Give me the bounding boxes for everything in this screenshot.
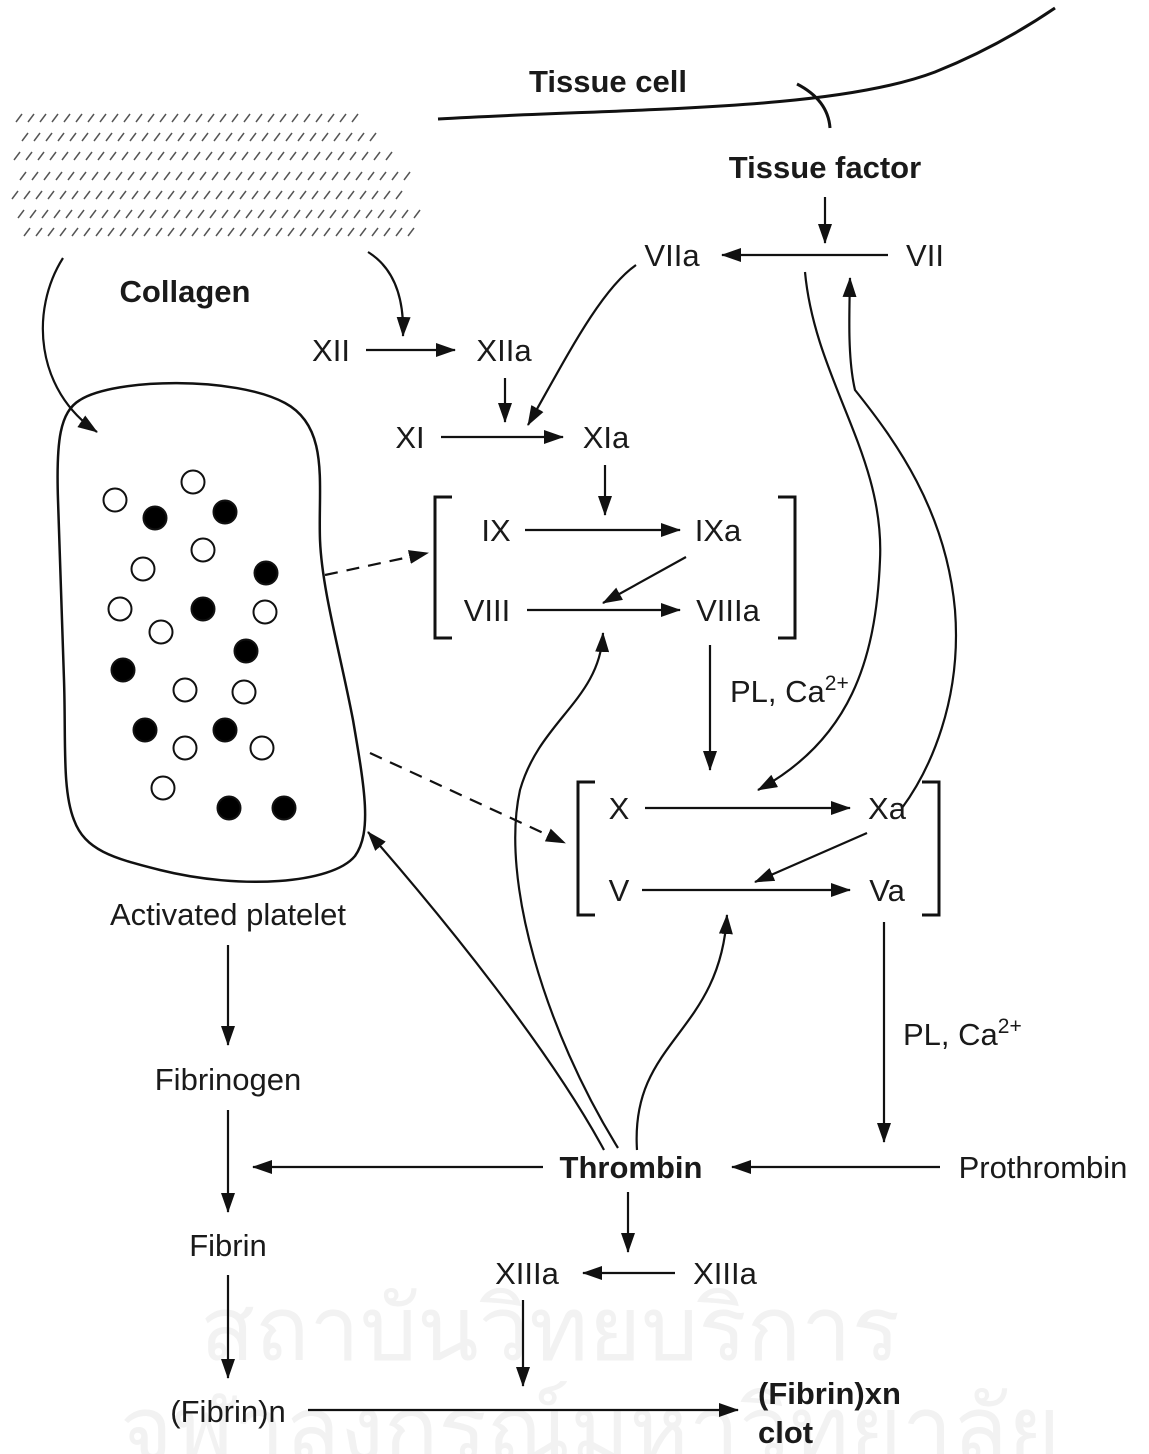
label-xia: XIa xyxy=(583,420,630,455)
bracket-prothrombinase-left xyxy=(578,782,595,915)
granule-open xyxy=(150,621,173,644)
pl-ca-2-superscript: 2+ xyxy=(998,1015,1022,1038)
label-viiia: VIIIa xyxy=(696,593,761,628)
arrow-thrombin-to-viii xyxy=(515,633,618,1148)
label-ixa: IXa xyxy=(695,513,742,548)
granule-filled xyxy=(214,719,237,742)
platelet-granules xyxy=(104,471,296,820)
arrow-xa-to-vii xyxy=(849,278,956,808)
label-xiiia-left: XIIIa xyxy=(495,1256,560,1291)
label-clot-line2: clot xyxy=(758,1415,813,1450)
label-fibrin-n: (Fibrin)n xyxy=(170,1394,285,1429)
label-tissue-cell: Tissue cell xyxy=(529,64,687,99)
granule-filled xyxy=(144,507,167,530)
label-activated-platelet: Activated platelet xyxy=(110,897,346,932)
label-xi: XI xyxy=(395,420,424,455)
granule-filled xyxy=(255,562,278,585)
pl-ca-1-main: PL, Ca xyxy=(730,674,826,709)
label-viia: VIIa xyxy=(644,238,700,273)
granule-open xyxy=(109,598,132,621)
bracket-prothrombinase-right xyxy=(922,782,939,915)
label-xiiia-right: XIIIa xyxy=(693,1256,758,1291)
granule-open xyxy=(251,737,274,760)
label-xii: XII xyxy=(312,333,350,368)
label-collagen: Collagen xyxy=(120,274,251,309)
granule-open xyxy=(152,777,175,800)
granule-open xyxy=(182,471,205,494)
label-prothrombin: Prothrombin xyxy=(959,1150,1128,1185)
label-fibrin: Fibrin xyxy=(189,1228,267,1263)
bracket-tenase-right xyxy=(778,497,795,638)
granule-open xyxy=(104,489,127,512)
granule-filled xyxy=(273,797,296,820)
watermark-line1: สถาบันวิทยบริการ xyxy=(200,1277,900,1382)
arrow-thrombin-to-v xyxy=(637,915,727,1150)
arrow-collagen-to-xii xyxy=(368,252,403,336)
arrow-platelet-to-tenase xyxy=(325,553,428,575)
label-vii: VII xyxy=(906,238,944,273)
label-tissue-factor: Tissue factor xyxy=(729,150,921,185)
granule-open xyxy=(132,558,155,581)
arrow-collagen-to-platelet xyxy=(43,258,97,432)
arrow-xa-to-v xyxy=(755,833,867,882)
granule-filled xyxy=(214,501,237,524)
granule-open xyxy=(192,539,215,562)
granule-filled xyxy=(192,598,215,621)
arrow-platelet-to-prothrombinase xyxy=(370,753,565,843)
label-va: Va xyxy=(869,873,905,908)
arrow-viia-to-x xyxy=(758,272,880,790)
label-xiia: XIIa xyxy=(476,333,532,368)
label-thrombin: Thrombin xyxy=(560,1150,703,1185)
granule-filled xyxy=(235,640,258,663)
granule-open xyxy=(254,601,277,624)
label-x: X xyxy=(609,791,630,826)
granule-filled xyxy=(218,797,241,820)
label-pl-ca-1: PL, Ca2+ xyxy=(730,672,849,709)
label-xa: Xa xyxy=(868,791,907,826)
tissue-factor-anchor xyxy=(797,84,830,128)
label-viii: VIII xyxy=(464,593,511,628)
arrow-thrombin-to-platelet xyxy=(368,832,604,1150)
label-ix: IX xyxy=(481,513,511,548)
granule-filled xyxy=(112,659,135,682)
pl-ca-2-main: PL, Ca xyxy=(903,1017,999,1052)
activated-platelet-outline xyxy=(58,383,366,882)
granule-open xyxy=(233,681,256,704)
arrow-viia-to-xi xyxy=(528,265,636,425)
bracket-tenase-left xyxy=(435,497,452,638)
label-fibrinogen: Fibrinogen xyxy=(155,1062,301,1097)
granule-open xyxy=(174,737,197,760)
arrow-ixa-to-viii xyxy=(603,557,686,603)
label-clot-line1: (Fibrin)xn xyxy=(758,1376,901,1411)
label-v: V xyxy=(609,873,630,908)
collagen-fibers xyxy=(12,114,420,236)
label-pl-ca-2: PL, Ca2+ xyxy=(903,1015,1022,1052)
granule-open xyxy=(174,679,197,702)
granule-filled xyxy=(134,719,157,742)
pl-ca-1-superscript: 2+ xyxy=(825,672,849,695)
